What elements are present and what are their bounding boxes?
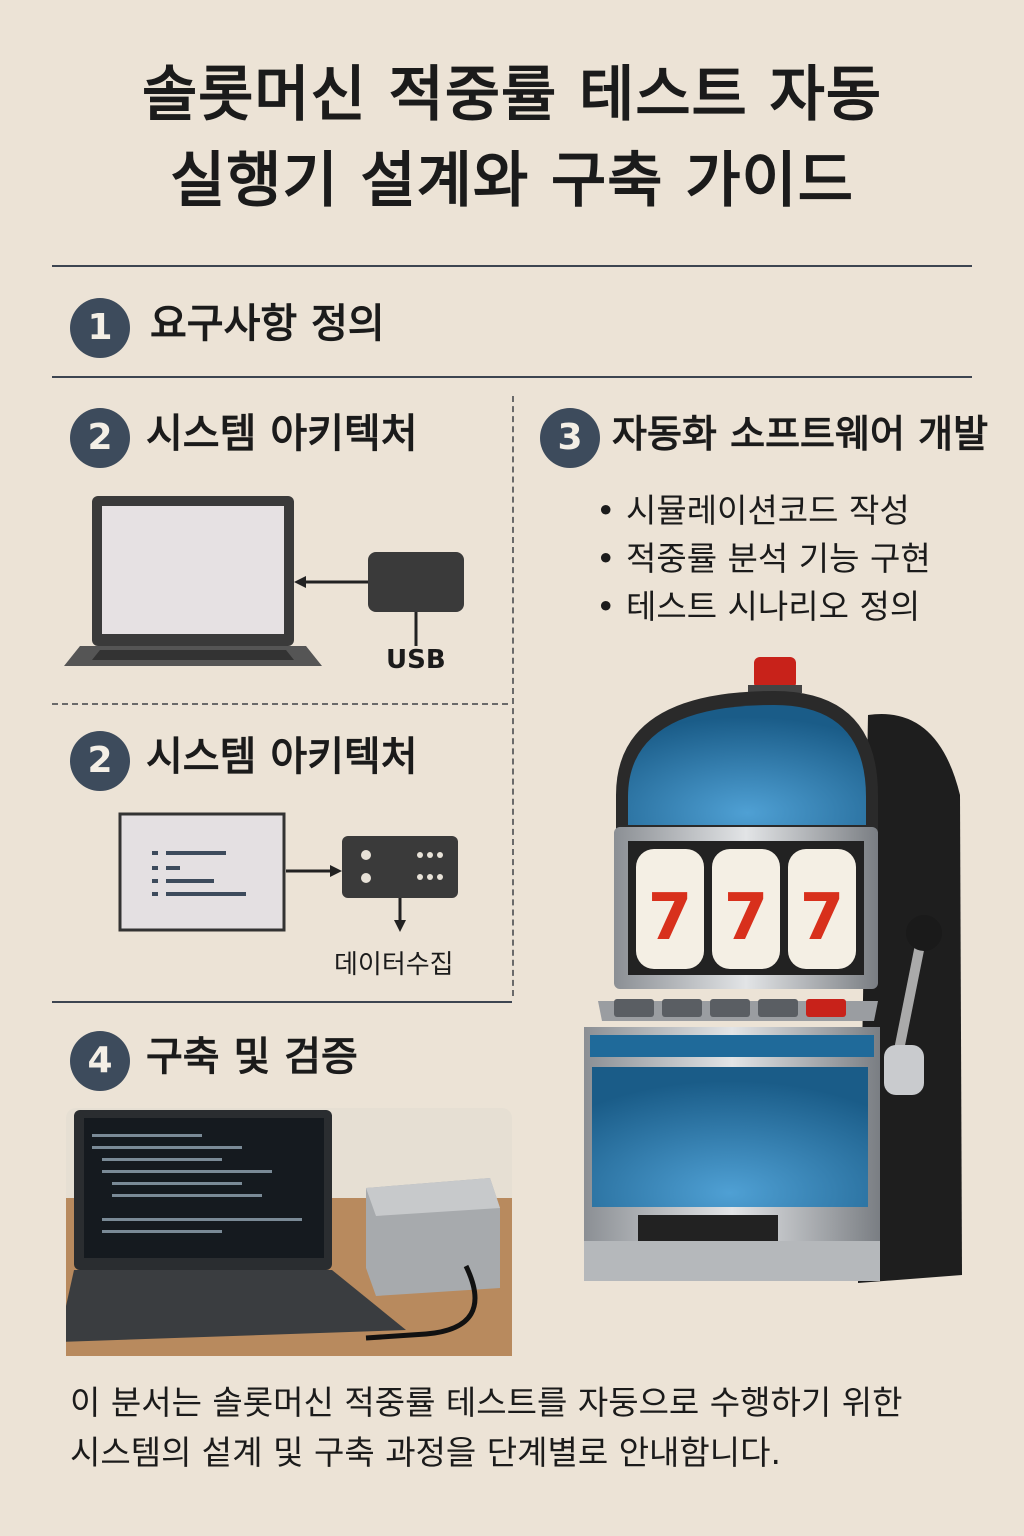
- usb-label: USB: [386, 645, 446, 675]
- slot-reels: 7 7 7: [636, 849, 856, 969]
- section-title-requirements: 요구사항 정의: [150, 301, 385, 347]
- data-collection-label: 데이터수집: [334, 950, 454, 980]
- reel-3-symbol: 7: [800, 881, 845, 955]
- cable-icon: [365, 1264, 478, 1341]
- hardware-box-icon: [366, 1178, 500, 1296]
- section-title-build-verify: 구축 및 검증: [146, 1034, 358, 1080]
- title-line-2: 실행기 설계와 구축 가이드: [170, 146, 854, 216]
- divider-top: [52, 265, 972, 267]
- arrow-left-icon: [294, 576, 368, 588]
- footer-description: 이 분서는 솔롯머신 적중률 테스트를 자둥으로 수행하기 위한 시스템의 섵계…: [70, 1378, 970, 1478]
- slot-machine-illustration: 7 7 7: [584, 657, 962, 1283]
- step-badge-2b: 2: [70, 731, 130, 791]
- title-line-1: 솔롯머신 적중률 테스트 자동: [141, 60, 883, 130]
- laptop-icon: [66, 1110, 406, 1342]
- usb-device-icon: [368, 552, 464, 646]
- reel-2-symbol: 7: [724, 881, 769, 955]
- section-title-architecture-b: 시스템 아키텍처: [146, 734, 418, 780]
- build-photo-illustration: [66, 1108, 512, 1356]
- software-bullet-list: 시뮬레이션코드 작성 적중률 분석 기능 구현 테스트 시나리오 정의: [596, 487, 931, 631]
- step-badge-2: 2: [70, 408, 130, 468]
- bullet-analysis: 적중률 분석 기능 구현: [596, 535, 931, 583]
- section-title-software: 자동화 소프트웨어 개발: [612, 412, 989, 456]
- lever-handle-icon: [884, 915, 942, 1095]
- step-badge-1: 1: [70, 298, 130, 358]
- step-badge-4: 4: [70, 1031, 130, 1091]
- bullet-scenario: 테스트 시나리오 정의: [596, 583, 931, 631]
- step-badge-3: 3: [540, 408, 600, 468]
- divider-vertical: [512, 396, 514, 996]
- page-title: 솔롯머신 적중률 테스트 자동 실행기 설계와 구축 가이드: [0, 52, 1024, 224]
- data-collection-diagram: [118, 812, 458, 932]
- laptop-icon: [64, 496, 322, 666]
- reel-1-symbol: 7: [648, 881, 693, 955]
- bullet-simulation: 시뮬레이션코드 작성: [596, 487, 931, 535]
- data-box-icon: [342, 836, 458, 898]
- arrow-down-icon: [394, 898, 406, 932]
- beacon-light-icon: [748, 657, 802, 693]
- footer-line-1: 이 분서는 솔롯머신 적중률 테스트를 자둥으로 수행하기 위한: [70, 1383, 903, 1422]
- laptop-usb-diagram: [64, 496, 464, 666]
- divider-section-1: [52, 376, 972, 378]
- divider-section-4: [52, 1001, 512, 1003]
- divider-dashed: [52, 703, 508, 705]
- footer-line-2: 시스템의 섵계 및 구축 과정을 단계별로 안내함니다.: [70, 1433, 781, 1472]
- arrow-right-icon: [286, 865, 342, 877]
- section-title-architecture: 시스템 아키텍처: [146, 411, 418, 457]
- monitor-icon: [118, 812, 286, 932]
